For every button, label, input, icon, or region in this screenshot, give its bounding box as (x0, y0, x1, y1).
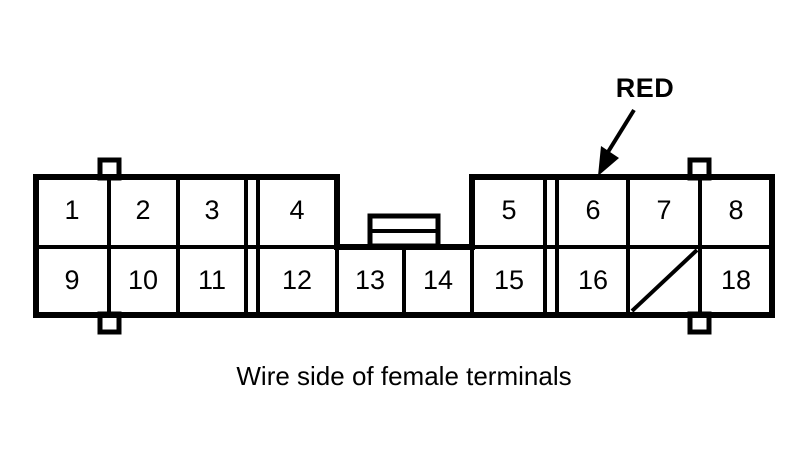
cavity-number-14: 14 (423, 265, 453, 295)
cavity-number-13: 13 (355, 265, 385, 295)
connector-body-outline (33, 174, 775, 318)
cavity-number-9: 9 (64, 265, 79, 295)
cavity-number-7: 7 (656, 195, 671, 225)
cavity-number-18: 18 (721, 265, 751, 295)
cavity-number-2: 2 (135, 195, 150, 225)
cavity-number-3: 3 (204, 195, 219, 225)
blank-cavity-slash-17 (630, 248, 699, 313)
cavity-number-12: 12 (282, 265, 312, 295)
bottom-row-dividers (107, 247, 702, 315)
red-callout-leader-line (606, 108, 636, 154)
cavity-number-5: 5 (501, 195, 516, 225)
red-callout-arrow-head (598, 146, 619, 176)
top-row-dividers (107, 177, 702, 247)
cavity-number-6: 6 (585, 195, 600, 225)
cavity-number-16: 16 (578, 265, 608, 295)
red-callout-label: RED (616, 73, 675, 103)
top-row-numbers: 1 2 3 4 5 6 7 8 (64, 195, 743, 225)
figure-caption: Wire side of female terminals (236, 361, 571, 391)
cavity-number-4: 4 (289, 195, 304, 225)
latch-tab (367, 213, 441, 249)
cavity-number-15: 15 (494, 265, 524, 295)
bottom-row-numbers: 9 10 11 12 13 14 15 16 18 (64, 265, 751, 295)
cavity-number-11: 11 (198, 265, 226, 295)
cavity-number-1: 1 (64, 195, 79, 225)
cavity-number-8: 8 (728, 195, 743, 225)
cavity-number-10: 10 (128, 265, 158, 295)
red-callout: RED (598, 73, 674, 176)
keyway-group (244, 177, 559, 315)
